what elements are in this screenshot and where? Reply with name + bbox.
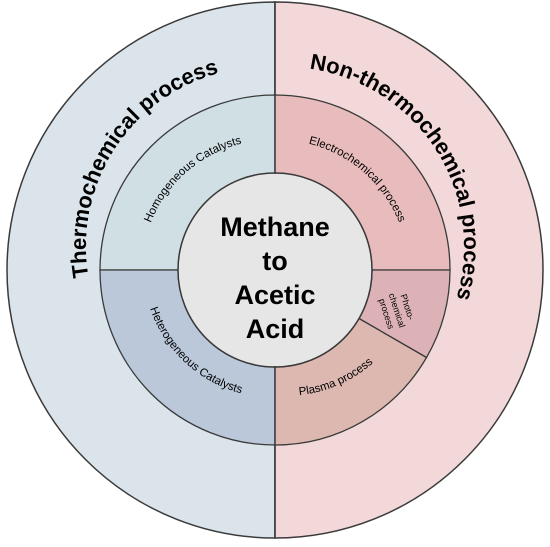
center-title-line-2: to xyxy=(262,246,287,276)
center-title-line-1: Methane xyxy=(220,212,330,242)
center-circle-fill xyxy=(179,174,371,366)
center-title-line-3: Acetic xyxy=(234,280,315,310)
center-title-line-4: Acid xyxy=(246,314,305,344)
